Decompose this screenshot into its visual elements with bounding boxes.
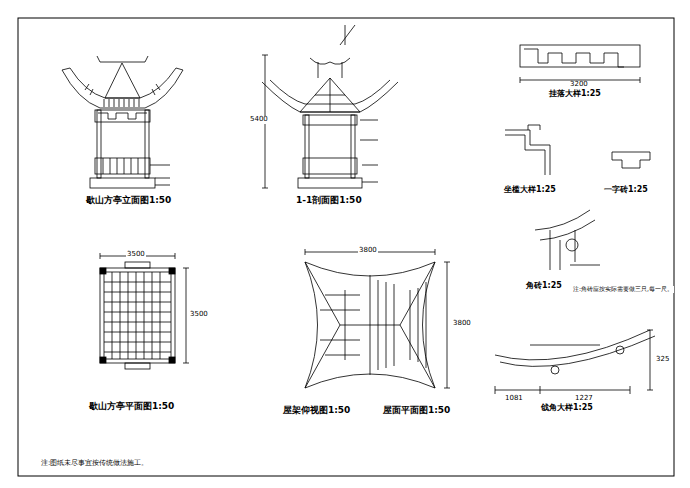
view-title: 一字砖1:25 <box>603 186 649 195</box>
view-title: 戗角大样1:25 <box>540 404 594 413</box>
dimension: 3500 <box>189 311 209 319</box>
view-title: 屋架仰视图1:50 <box>282 406 351 416</box>
dimension: 3500 <box>126 251 146 259</box>
dimension: 1227 <box>574 395 594 403</box>
view-title: 歇山方亭平面图1:50 <box>88 402 175 412</box>
view-title: 坐槛大样1:25 <box>503 186 557 195</box>
view-title: 屋面平面图1:50 <box>382 406 451 416</box>
dimension: 3200 <box>569 81 589 89</box>
dimension: 3800 <box>452 320 472 328</box>
view-title: 角砖1:25 <box>525 282 563 291</box>
note: 注:图纸未尽事宜按传统做法施工。 <box>40 460 149 468</box>
view-title: 歇山方亭立面图1:50 <box>85 196 172 206</box>
view-title: 1-1剖面图1:50 <box>295 196 363 206</box>
note: 注:角砖应按实际需要做三只,每一尺。 <box>572 286 674 293</box>
dimension: 1081 <box>504 395 524 403</box>
dimension: 325 <box>655 356 670 364</box>
dimension: 3800 <box>358 247 378 255</box>
view-title: 挂落大样1:25 <box>548 90 602 99</box>
dimension: 5400 <box>249 116 269 124</box>
